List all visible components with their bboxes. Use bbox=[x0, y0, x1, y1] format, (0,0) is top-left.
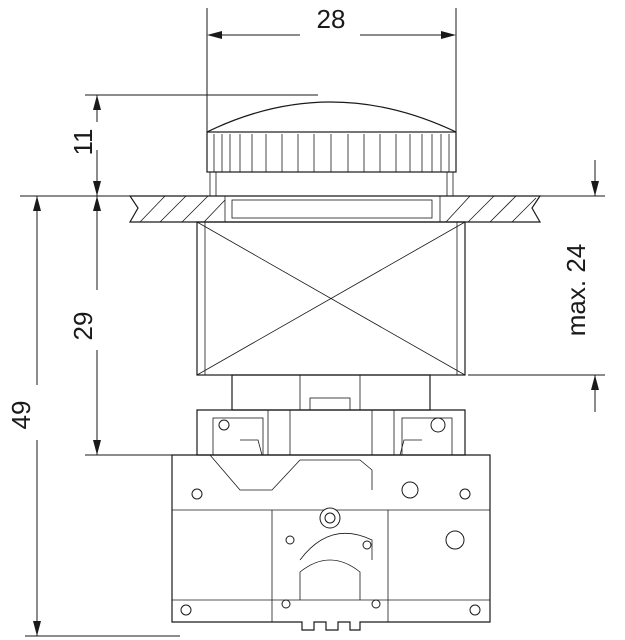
dim-total-height: 49 bbox=[6, 196, 180, 637]
adapter-neck bbox=[231, 374, 431, 411]
dim-width-top: 28 bbox=[206, 4, 457, 132]
knurling bbox=[213, 134, 450, 172]
button-body bbox=[196, 221, 466, 376]
dim-label-cap: 11 bbox=[68, 129, 98, 156]
dim-cap-height: 11 bbox=[68, 94, 318, 196]
button-cap bbox=[206, 101, 457, 197]
panel-hatching bbox=[139, 195, 537, 223]
dim-label-max: max. 24 bbox=[561, 244, 591, 337]
dim-label-total: 49 bbox=[6, 401, 36, 430]
mounting-panel bbox=[128, 195, 542, 223]
dim-label-width: 28 bbox=[317, 4, 346, 34]
dim-label-body: 29 bbox=[68, 312, 98, 341]
dim-body-height: 29 bbox=[68, 196, 172, 456]
dim-max-panel: max. 24 bbox=[468, 160, 605, 412]
contact-block-top bbox=[196, 409, 466, 456]
contact-block-bottom bbox=[171, 454, 491, 631]
